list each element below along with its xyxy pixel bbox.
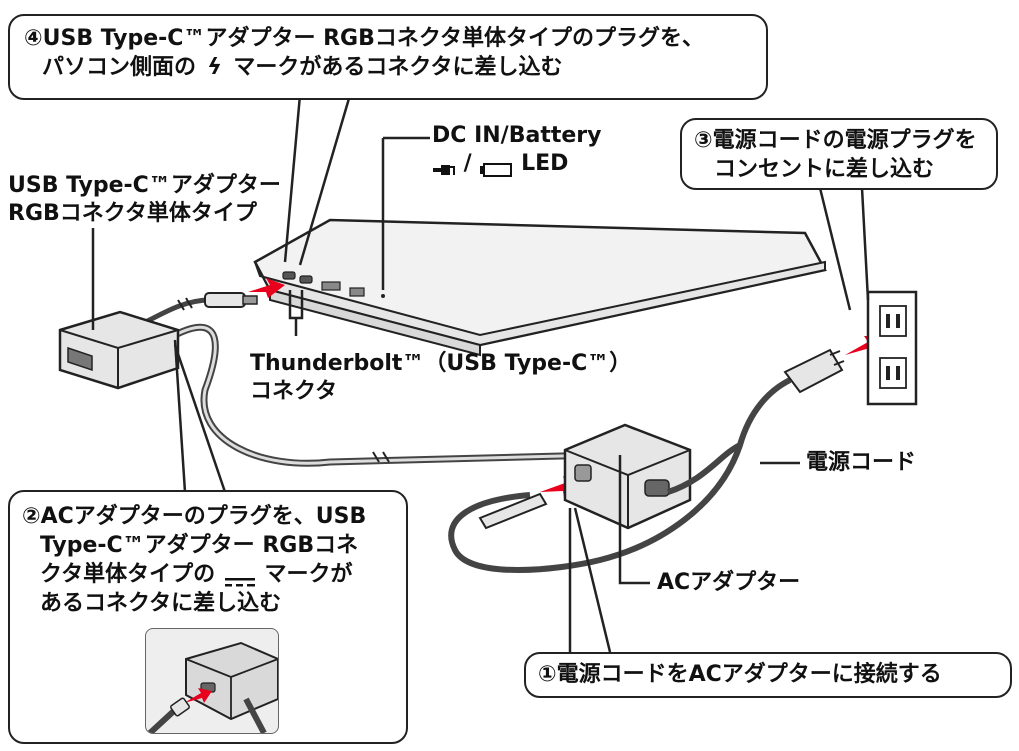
lightning-bolt-icon: ϟ [207,55,222,80]
callout-step2: ②ACアダプターのプラグを、USB Type-C™アダプター RGBコネ クタ単… [8,490,408,744]
usb-adapter-label: USB Type-C™アダプター RGBコネクタ単体タイプ [8,172,281,228]
usb-c-adapter-illustration [58,310,180,390]
usb-adapter-line1: USB Type-C™アダプター [8,173,281,198]
usb-c-plug [204,292,246,308]
callout-step3-line1: ③電源コードの電源プラグを [694,128,977,153]
callout-step4-line2-post: マークがあるコネクタに差し込む [233,55,563,80]
ac-cord-left [448,377,792,573]
callout-step4-line2-pre: パソコン側面の [42,55,197,80]
inset-detail-illustration [145,628,279,734]
insert-arrow-laptop [248,278,285,298]
callout-step2-line1: ②ACアダプターのプラグを、USB [22,504,367,529]
usb-adapter-line2: RGBコネクタ単体タイプ [8,201,257,226]
callout-step4: ④USB Type-C™アダプター RGBコネクタ単体タイプのプラグを、 パソコ… [8,14,768,100]
dc-in-line2: LED [521,151,569,176]
thunderbolt-line1: Thunderbolt™（USB Type-C™） [250,351,632,376]
callout-step2-line4: あるコネクタに差し込む [40,591,282,616]
wall-outlet-illustration [866,290,918,406]
power-cord-label: 電源コード [806,450,917,475]
dc-in-slash: / [463,151,472,176]
plug-icon [432,157,456,175]
thunderbolt-label: Thunderbolt™（USB Type-C™） コネクタ [250,350,631,406]
ac-adapter-label: ACアダプター [657,570,801,595]
thunderbolt-line2: コネクタ [250,379,338,404]
ac-adapter-illustration [563,423,692,530]
callout-step4-line1: ④USB Type-C™アダプター RGBコネクタ単体タイプのプラグを、 [24,26,704,51]
battery-icon [479,157,513,177]
callout-step2-line2: Type-C™アダプター RGBコネ [40,533,359,558]
dc-in-label: DC IN/Battery / LED [432,122,601,178]
callout-step3: ③電源コードの電源プラグを コンセントに差し込む [680,118,998,190]
callout-step2-line3-post: マークが [264,562,353,587]
dc-power-icon [223,568,257,587]
callout-step1: ①電源コードをACアダプターに接続する [524,652,1012,698]
callout-step2-line3-pre: クタ単体タイプの [40,562,216,587]
callout-step1-text: ①電源コードをACアダプターに接続する [538,662,942,687]
callout-step3-line2: コンセントに差し込む [714,157,935,182]
laptop-illustration [253,218,827,357]
dc-in-line1: DC IN/Battery [432,123,602,148]
